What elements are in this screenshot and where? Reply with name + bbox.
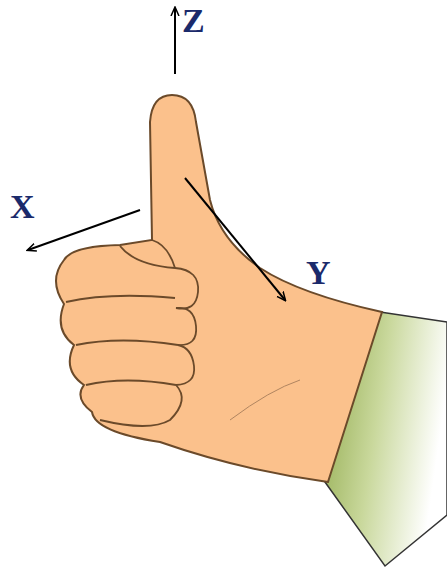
finger-lines (66, 240, 300, 426)
hand-shape (56, 95, 382, 482)
axis-label: X (10, 190, 35, 224)
y-axis-arrow (185, 178, 285, 300)
axis-label: Z (182, 4, 205, 38)
z-axis-arrow (174, 8, 176, 74)
axis-label: Y (306, 256, 331, 290)
x-axis-arrow (28, 210, 140, 250)
